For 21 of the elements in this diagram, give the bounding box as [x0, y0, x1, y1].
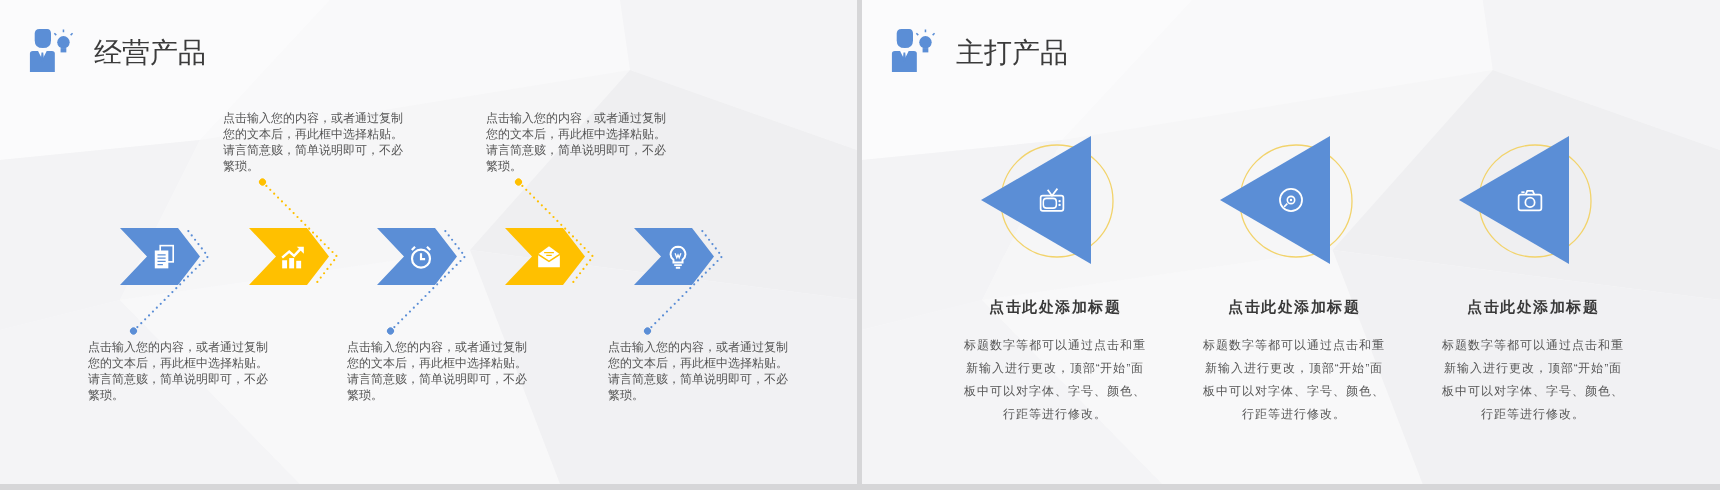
description-text: 点击输入您的内容，或者通过复制您的文本后，再此框中选择粘贴。请言简意赅，简单说明即可，不必繁琐。 — [486, 110, 669, 174]
product-heading: 点击此处添加标题 — [1228, 297, 1360, 317]
process-step — [634, 228, 714, 285]
slide-title: 经营产品 — [94, 36, 206, 70]
product-description: 标题数字等都可以通过点击和重新输入进行更改，顶部“开始”面板中可以对字体、字号、颜色、行距等进行修改。 — [1441, 337, 1625, 422]
description-text: 点击输入您的内容，或者通过复制您的文本后，再此框中选择粘贴。请言简意赅，简单说明即可，不必繁琐。 — [347, 339, 530, 403]
description-text: 点击输入您的内容，或者通过复制您的文本后，再此框中选择粘贴。请言简意赅，简单说明即可，不必繁琐。 — [223, 110, 406, 174]
process-step — [120, 228, 200, 285]
triangle-with-ring — [1459, 136, 1592, 264]
process-step — [505, 228, 585, 285]
product-description: 标题数字等都可以通过点击和重新输入进行更改，顶部“开始”面板中可以对字体、字号、颜色、行距等进行修改。 — [963, 337, 1147, 422]
product-heading: 点击此处添加标题 — [1467, 297, 1599, 317]
process-step — [249, 228, 329, 285]
product-description: 标题数字等都可以通过点击和重新输入进行更改，顶部“开始”面板中可以对字体、字号、颜色、行距等进行修改。 — [1202, 337, 1386, 422]
product-heading: 点击此处添加标题 — [989, 297, 1121, 317]
process-step — [377, 228, 457, 285]
description-text: 点击输入您的内容，或者通过复制您的文本后，再此框中选择粘贴。请言简意赅，简单说明即可，不必繁琐。 — [608, 339, 791, 403]
description-text: 点击输入您的内容，或者通过复制您的文本后，再此框中选择粘贴。请言简意赅，简单说明即可，不必繁琐。 — [88, 339, 271, 403]
slide-title: 主打产品 — [956, 36, 1068, 70]
triangle-with-ring — [981, 136, 1114, 264]
triangle-with-ring — [1220, 136, 1353, 264]
